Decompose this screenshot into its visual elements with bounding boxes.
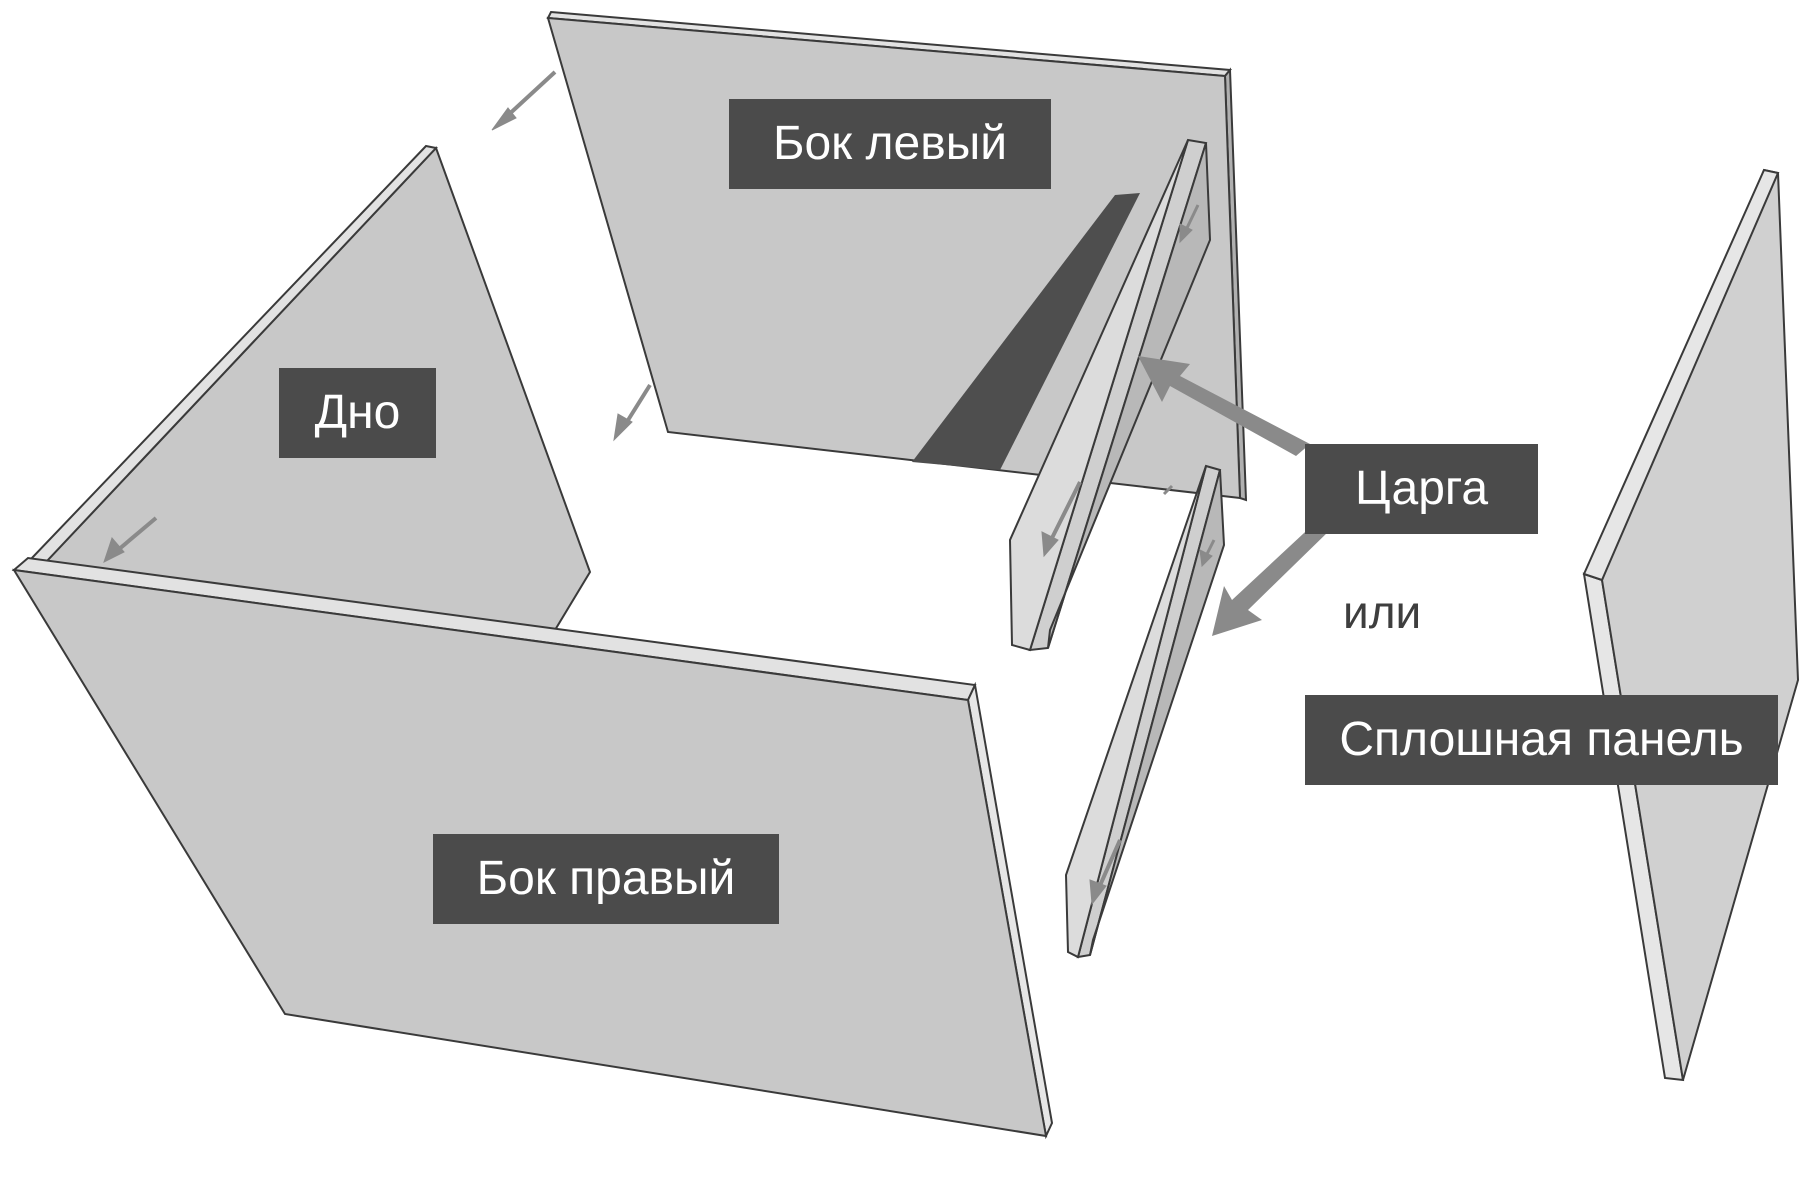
solid-panel-face <box>1600 168 1800 1081</box>
rail-upper <box>1008 138 1212 652</box>
arrow-bottom-panel <box>103 516 158 563</box>
rail-lower <box>1064 464 1226 959</box>
rail-pointer-arrows <box>1138 356 1330 636</box>
label-bottom: Дно <box>279 368 436 458</box>
label-left-side: Бок левый <box>729 99 1051 189</box>
label-right-side: Бок правый <box>433 834 779 924</box>
assembly-arrows <box>103 70 1216 906</box>
label-or: или <box>1343 586 1422 638</box>
solid-panel-top-edge <box>1582 168 1780 582</box>
rail-upper-side <box>1008 139 1189 652</box>
left-side-panel <box>546 10 1248 502</box>
label-rail: Царга <box>1305 444 1538 534</box>
rail-lower-side <box>1064 465 1207 959</box>
left-side-panel-face <box>546 16 1242 500</box>
arrow-rail-upper-bottom <box>1041 481 1082 558</box>
arrow-rail-upper-top <box>1179 204 1200 244</box>
left-side-panel-shadow <box>912 193 1140 470</box>
rail-pointer-arrow-lower <box>1212 520 1330 636</box>
arrow-rail-lower-top <box>1199 539 1216 568</box>
arrow-left-side-bottom <box>1162 484 1174 496</box>
rail-lower-edge <box>1089 469 1226 956</box>
label-solid-panel: Сплошная панель <box>1305 695 1778 785</box>
arrow-rail-lower-bottom <box>1089 839 1122 906</box>
arrow-mid-left <box>613 383 652 442</box>
rail-pointer-arrow-upper <box>1138 356 1310 456</box>
arrow-top-left <box>491 70 557 131</box>
solid-panel <box>1582 168 1800 1082</box>
rail-upper-edge <box>1047 142 1212 649</box>
